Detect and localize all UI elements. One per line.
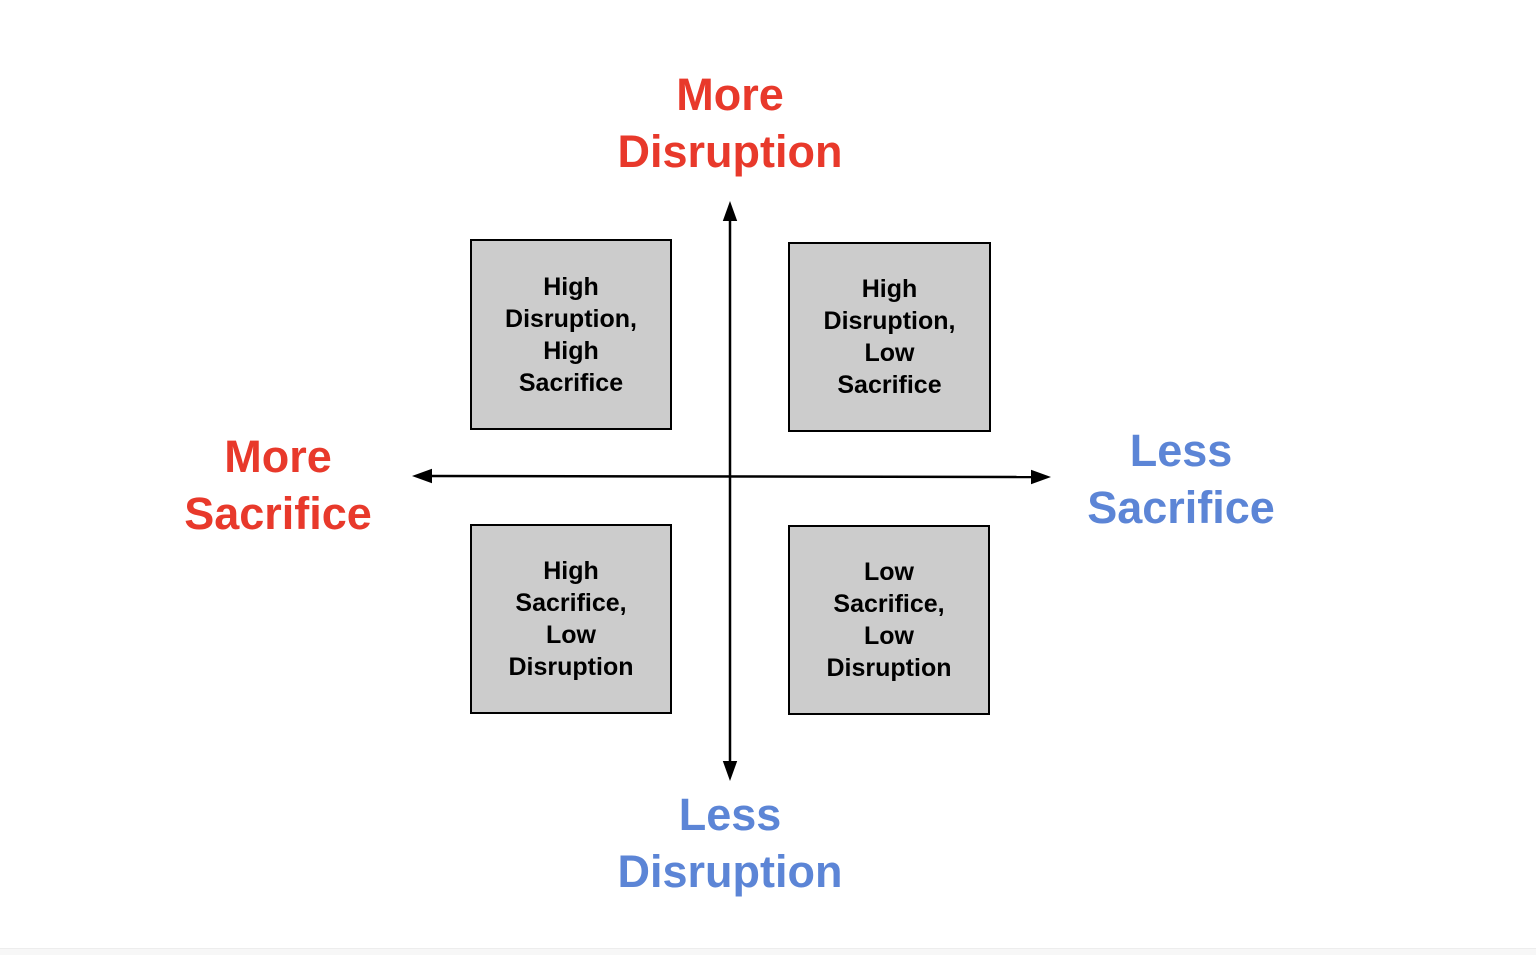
quadrant-box-label: Low Sacrifice, Low Disruption — [826, 558, 952, 682]
axis-label-more-sacrifice: More Sacrifice — [184, 431, 372, 539]
axis-label-more-disruption: More Disruption — [617, 69, 843, 177]
quadrant-box-label: High Disruption, High Sacrifice — [505, 272, 637, 397]
bottom-edge-strip — [0, 948, 1536, 955]
quadrant-box-label: High Disruption, Low Sacrifice — [823, 275, 956, 399]
quadrant-box-label: High Sacrifice, Low Disruption — [508, 557, 634, 681]
arrowhead-right-icon — [1031, 469, 1051, 485]
quadrant-box-low-sacrifice-low-disruption: Low Sacrifice, Low Disruption — [788, 525, 990, 715]
quadrant-box-high-disruption-high-sacrifice: High Disruption, High Sacrifice — [470, 239, 672, 430]
quadrant-box-high-sacrifice-low-disruption: High Sacrifice, Low Disruption — [470, 524, 672, 714]
arrowhead-up-icon — [722, 201, 738, 221]
arrowhead-down-icon — [722, 761, 738, 781]
quadrant-box-high-disruption-low-sacrifice: High Disruption, Low Sacrifice — [788, 242, 991, 432]
axis-label-less-sacrifice: Less Sacrifice — [1087, 425, 1275, 533]
arrowhead-left-icon — [412, 468, 432, 484]
vertical-axis-arrow — [722, 201, 738, 781]
axis-label-less-disruption: Less Disruption — [617, 789, 843, 897]
horizontal-axis-arrow — [412, 468, 1051, 485]
